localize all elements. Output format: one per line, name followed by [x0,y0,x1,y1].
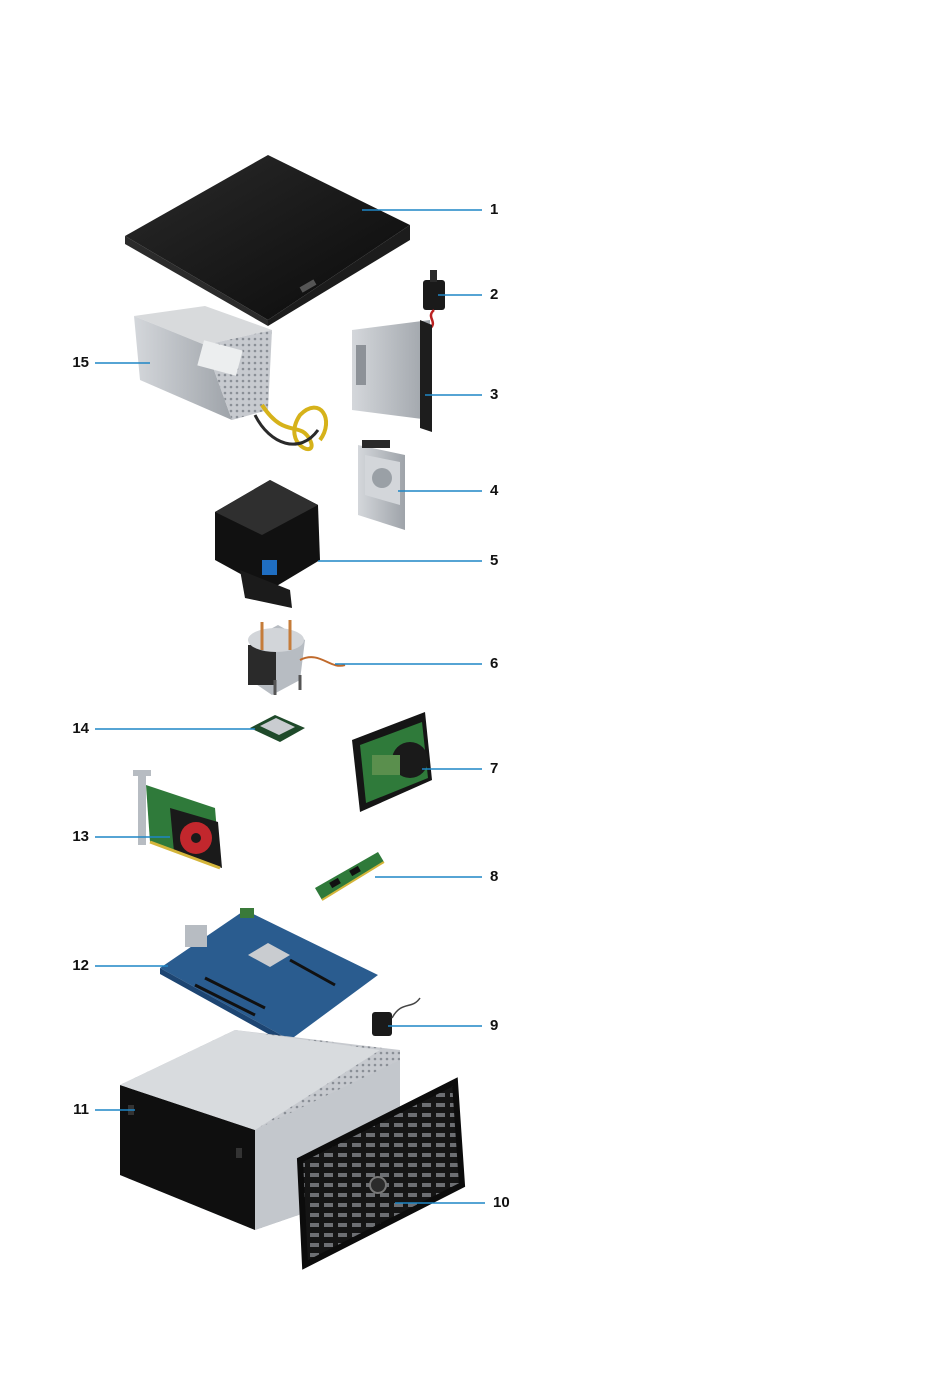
callout-10: 10 [493,1195,510,1211]
callout-6: 6 [490,656,498,672]
heat-sink-fan-part [248,620,345,695]
callout-9: 9 [490,1018,498,1034]
system-board-part [160,908,378,1046]
callout-4: 4 [490,483,498,499]
graphics-card-part [133,770,222,868]
power-supply-part [134,306,326,449]
callout-5: 5 [490,553,498,569]
side-cover-part [125,155,410,326]
memory-module-part [315,852,384,900]
processor-part [250,715,305,742]
callout-13: 13 [65,829,89,845]
callout-2: 2 [490,287,498,303]
callout-1: 1 [490,202,498,218]
speaker-part [372,998,420,1036]
callout-11: 11 [65,1102,89,1118]
fan-shroud-part [215,480,320,608]
hard-drive-35-part [352,712,432,812]
callout-15: 15 [65,355,89,371]
callout-12: 12 [65,958,89,974]
optical-drive-part [352,320,432,432]
callout-8: 8 [490,869,498,885]
callout-7: 7 [490,761,498,777]
hard-drive-25-part [358,440,405,530]
callout-3: 3 [490,387,498,403]
callout-14: 14 [65,721,89,737]
